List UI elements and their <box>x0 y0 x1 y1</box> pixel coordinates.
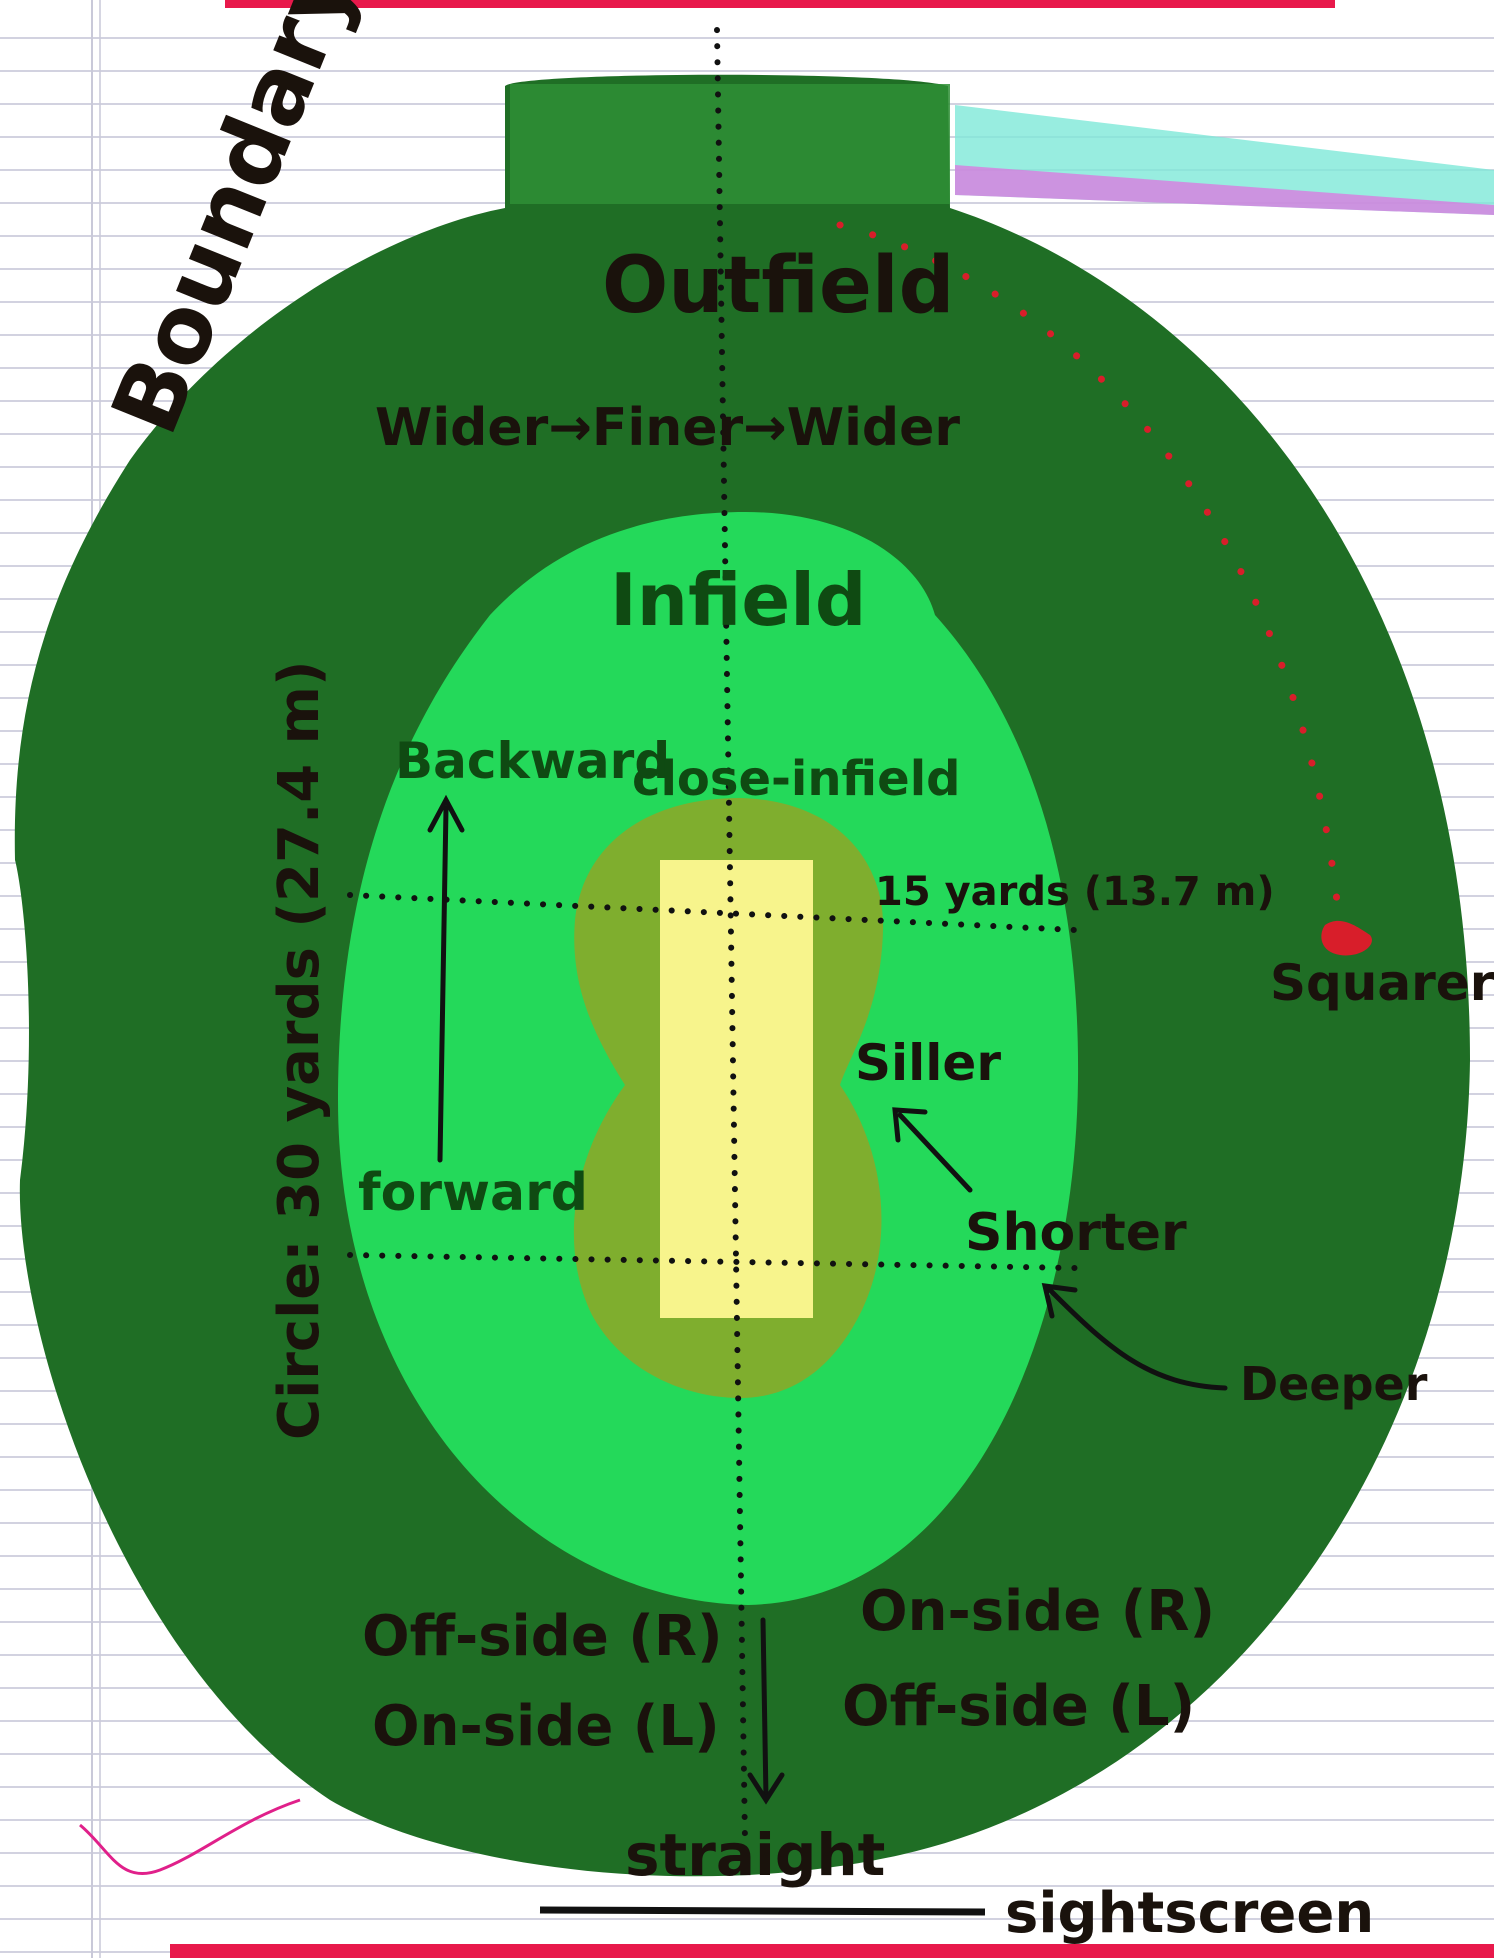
siller-label: Siller <box>855 1034 1001 1092</box>
sightscreen-label: sightscreen <box>1005 1881 1374 1946</box>
off-side-r-label: Off-side (R) <box>362 1604 723 1669</box>
outfield-label: Outfield <box>602 241 954 331</box>
circle-30-yards-label: Circle: 30 yards (27.4 m) <box>267 660 332 1440</box>
sightscreen-line <box>540 1910 985 1912</box>
off-side-l-label: Off-side (L) <box>842 1674 1195 1739</box>
pink-pen-scribble <box>80 1800 300 1874</box>
top-red-strip <box>225 0 1335 8</box>
bottom-red-strip <box>170 1944 1494 1958</box>
shorter-label: Shorter <box>965 1203 1187 1263</box>
straight-label: straight <box>625 1821 885 1889</box>
distance-15-yards-label: 15 yards (13.7 m) <box>875 869 1275 915</box>
deeper-label: Deeper <box>1240 1357 1428 1411</box>
straight-arrow <box>763 1620 766 1798</box>
direction-scale-label: Wider→Finer→Wider <box>375 398 960 458</box>
on-side-r-label: On-side (R) <box>860 1579 1215 1644</box>
sightscreen-top-shading <box>510 84 950 204</box>
squarer-label: Squarer <box>1270 954 1494 1012</box>
infield-label: Infield <box>610 558 866 642</box>
close-infield-label: close-infield <box>632 751 961 807</box>
pitch <box>660 860 813 1318</box>
forward-label: forward <box>358 1163 588 1223</box>
on-side-l-label: On-side (L) <box>372 1694 720 1759</box>
backward-label: Backward <box>395 732 670 790</box>
